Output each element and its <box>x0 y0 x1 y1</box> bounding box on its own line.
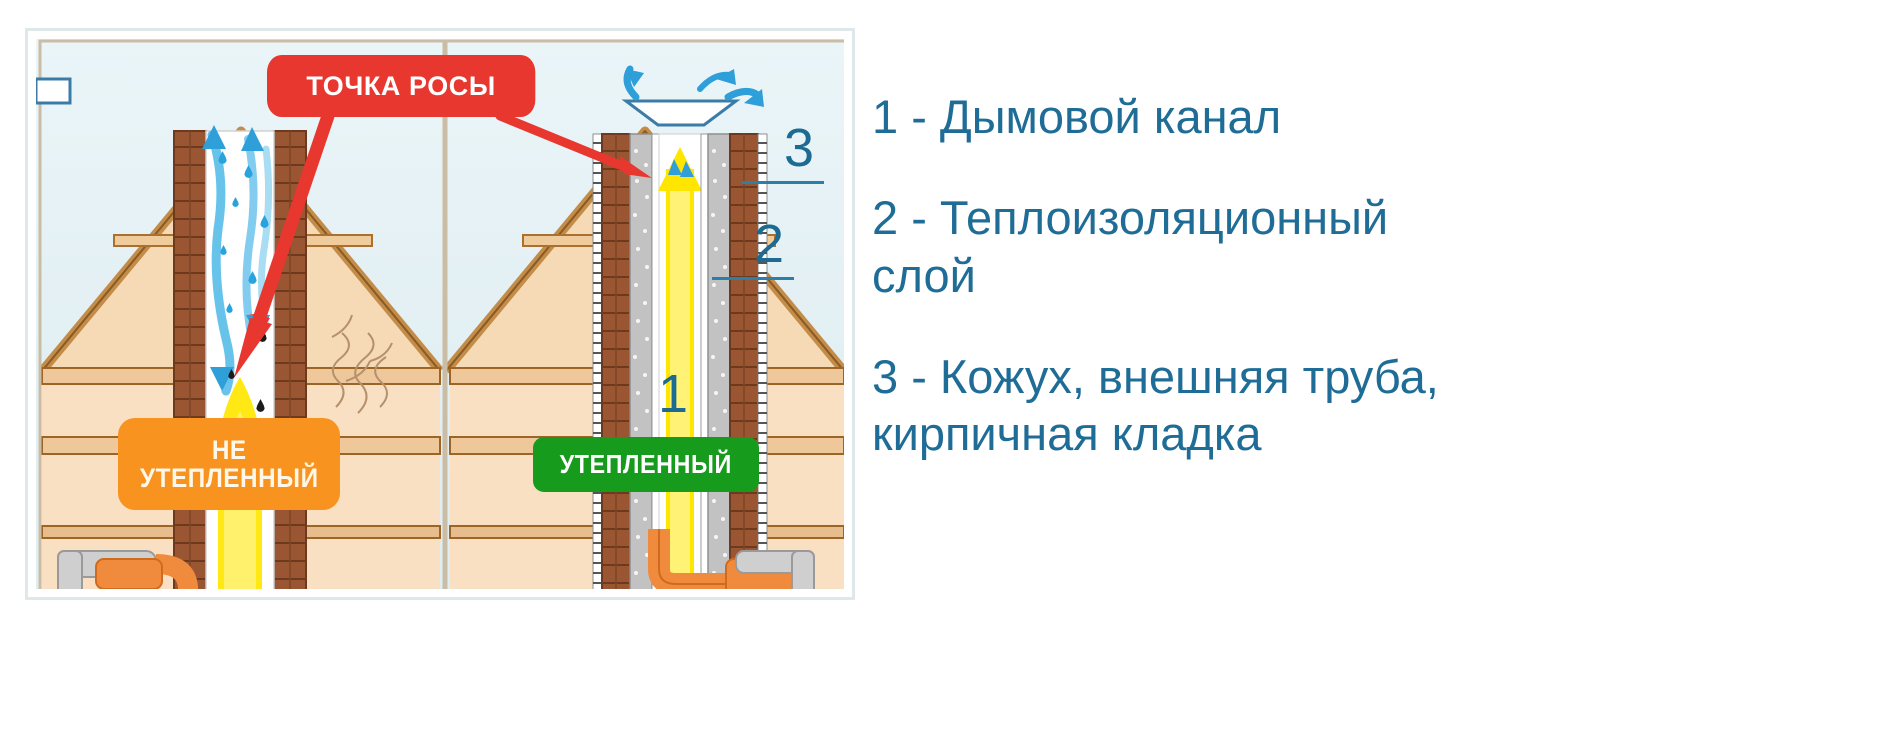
dew-point-badge-label: ТОЧКА РОСЫ <box>306 70 496 101</box>
callout-number-3: 3 <box>784 118 815 178</box>
uninsulated-badge-label-line2: УТЕПЛЕННЫЙ <box>139 463 319 493</box>
condensation-droplet <box>220 245 227 255</box>
callout-number-1: 1 <box>658 364 689 424</box>
condensation-droplet <box>244 165 253 178</box>
uninsulated-badge-label-line1: НЕ <box>211 434 247 465</box>
callout-number-2: 2 <box>754 214 785 274</box>
legend-item-3: 3 - Кожух, внешняя труба, кирпичная клад… <box>872 348 1862 463</box>
legend-item-2-line1: 2 - Теплоизоляционный <box>872 191 1389 245</box>
legend-item-3-line2: кирпичная кладка <box>872 407 1262 461</box>
callout-rule-2 <box>712 277 794 280</box>
legend-item-1-line1: 1 - Дымовой канал <box>872 90 1282 143</box>
dew-point-badge: ТОЧКА РОСЫ <box>267 55 536 117</box>
condensation-droplet <box>226 303 233 313</box>
legend-item-1: 1 - Дымовой канал <box>872 88 1862 145</box>
uninsulated-badge-lines: НЕ УТЕПЛЕННЫЙ <box>139 434 319 493</box>
legend-panel: 1 - Дымовой канал 2 - Теплоизоляционный … <box>872 88 1862 507</box>
callout-rule-3 <box>742 181 824 184</box>
legend-item-3-line1: 3 - Кожух, внешняя труба, <box>872 349 1439 403</box>
legend-item-2: 2 - Теплоизоляционный слой <box>872 189 1862 304</box>
legend-item-2-line2: слой <box>872 248 976 302</box>
insulated-chimney <box>36 65 815 589</box>
condensation-droplet-dark <box>228 369 235 379</box>
insulated-badge: УТЕПЛЕННЫЙ <box>533 437 759 492</box>
condensation-droplet <box>218 151 227 164</box>
uninsulated-badge: НЕ УТЕПЛЕННЫЙ <box>118 418 340 510</box>
insulated-badge-label: УТЕПЛЕННЫЙ <box>559 448 733 479</box>
condensation-droplet-dark <box>256 399 265 412</box>
smoke-swirls-icon <box>331 314 393 414</box>
condensation-droplet <box>232 197 239 207</box>
